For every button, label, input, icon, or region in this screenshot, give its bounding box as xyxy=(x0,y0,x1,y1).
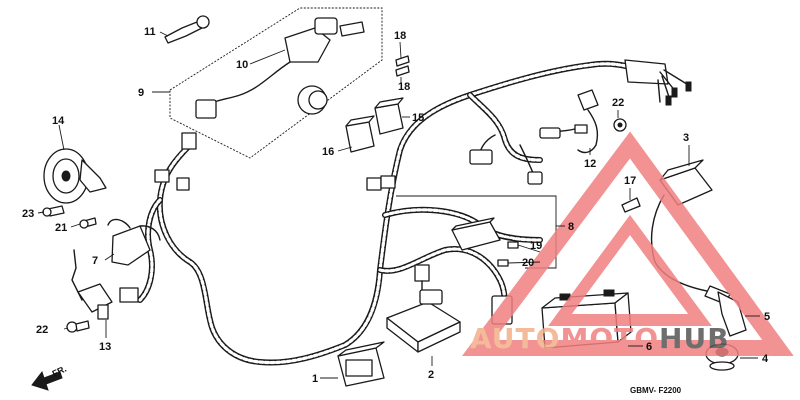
callout-2: 2 xyxy=(428,369,434,381)
callout-6: 6 xyxy=(646,341,652,353)
bolt-22-right xyxy=(613,118,627,132)
fuse-holder xyxy=(337,341,385,387)
bolt-22-left xyxy=(66,320,90,333)
callout-8: 8 xyxy=(568,221,574,233)
direction-label: FR. xyxy=(51,364,68,379)
part-12-wire xyxy=(577,89,599,154)
leader-lines xyxy=(37,31,760,379)
callout-22: 22 xyxy=(36,324,48,336)
callout-16: 16 xyxy=(322,146,334,158)
horn xyxy=(43,148,107,204)
watermark-text-moto: MOTO xyxy=(560,322,659,355)
watermark-triangle-icon xyxy=(462,131,794,356)
watermark-text-auto: AUTO xyxy=(470,322,560,355)
callout-20: 20 xyxy=(522,257,534,269)
callout-3: 3 xyxy=(683,132,689,144)
front-direction-indicator: FR. xyxy=(31,364,68,391)
callout-19: 19 xyxy=(530,240,542,252)
callout-labels: 11 10 9 18 18 15 16 14 23 21 7 13 22 3 1… xyxy=(22,26,770,385)
callout-14: 14 xyxy=(52,115,65,127)
callout-9: 9 xyxy=(138,87,144,99)
callout-1: 1 xyxy=(312,373,318,385)
callout-13: 13 xyxy=(99,341,111,353)
callout-17: 17 xyxy=(624,175,636,187)
bolt-17 xyxy=(621,197,641,213)
callout-21: 21 xyxy=(55,222,67,234)
callout-22-right: 22 xyxy=(612,97,624,109)
svg-text:AUTOMOTOHUB: AUTOMOTOHUB xyxy=(470,322,730,355)
callout-18-lower: 18 xyxy=(398,81,410,93)
watermark: AUTOMOTOHUB xyxy=(462,131,794,356)
callout-23: 23 xyxy=(22,208,34,220)
watermark-text-hub: HUB xyxy=(659,322,730,355)
ignition-switch-group xyxy=(164,7,383,159)
relays xyxy=(345,97,404,153)
callout-7: 7 xyxy=(92,255,98,267)
callout-5: 5 xyxy=(764,311,770,323)
harness-connector-bundle xyxy=(624,59,692,106)
sensor-13 xyxy=(71,249,139,320)
callout-4: 4 xyxy=(762,353,769,365)
callout-12: 12 xyxy=(584,158,596,170)
callout-18: 18 xyxy=(394,30,406,42)
cdi-unit xyxy=(386,289,461,353)
regulator-rectifier xyxy=(107,218,161,266)
callout-11: 11 xyxy=(144,26,156,38)
bolts-21-23 xyxy=(42,205,97,229)
screws-18 xyxy=(395,55,410,77)
callout-10: 10 xyxy=(236,59,248,71)
drawing-code: GBMV- F2200 xyxy=(630,386,682,395)
callout-15: 15 xyxy=(412,112,424,124)
arrow-icon xyxy=(31,370,63,391)
